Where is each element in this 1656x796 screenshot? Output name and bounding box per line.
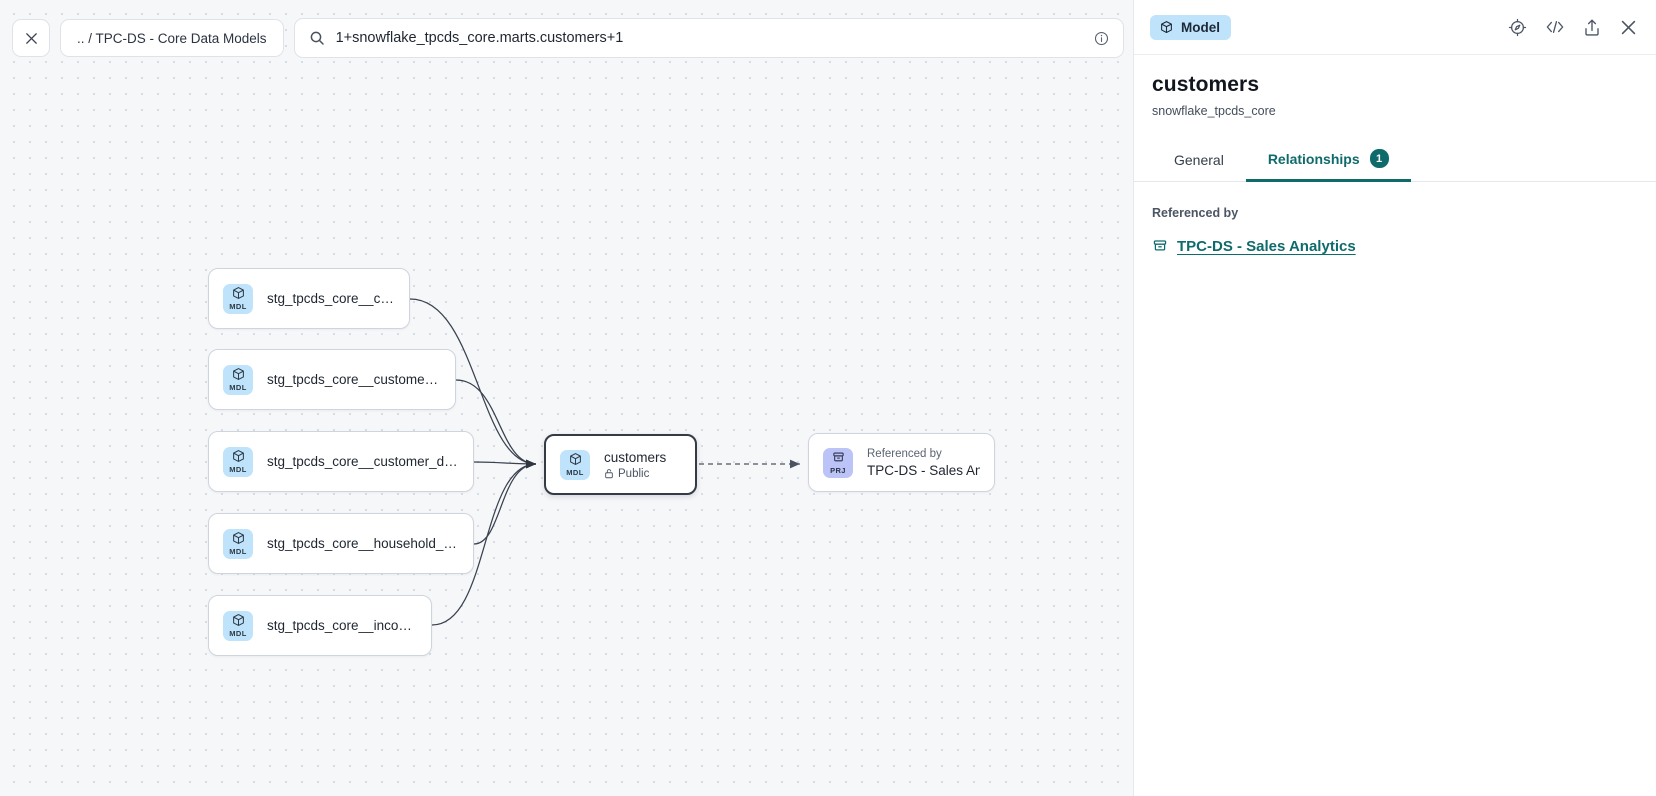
lineage-canvas[interactable]: .. / TPC-DS - Core Data Models 1+snowfla…: [0, 0, 1133, 796]
model-badge-text: MDL: [566, 468, 584, 478]
model-badge: MDL: [223, 446, 253, 477]
panel-tabs: General Relationships 1: [1134, 139, 1656, 182]
panel-title-block: customers snowflake_tpcds_core: [1134, 55, 1656, 118]
breadcrumb-label: .. / TPC-DS - Core Data Models: [77, 30, 267, 46]
resource-kind-label: Model: [1181, 19, 1220, 35]
model-badge: MDL: [223, 610, 253, 641]
close-icon: [24, 31, 39, 46]
lineage-node-label: customers: [604, 449, 667, 465]
search-icon: [309, 30, 325, 46]
cube-icon: [1159, 20, 1174, 35]
lineage-node-text: Referenced by TPC-DS - Sales Analytics: [867, 448, 980, 478]
tab-label: Relationships: [1267, 150, 1360, 167]
page-subtitle: snowflake_tpcds_core: [1152, 104, 1276, 118]
share-icon[interactable]: [1583, 18, 1601, 37]
model-badge-text: MDL: [229, 629, 247, 639]
model-badge-text: MDL: [229, 465, 247, 475]
project-icon: [1152, 239, 1168, 254]
referenced-by-heading: Referenced by: [1152, 206, 1239, 220]
lineage-node[interactable]: MDL stg_tpcds_core__customer_demogra…: [208, 431, 474, 492]
lineage-search-input[interactable]: 1+snowflake_tpcds_core.marts.customers+1: [293, 18, 1124, 58]
lineage-node-label: TPC-DS - Sales Analytics: [867, 462, 980, 478]
resource-kind-badge: Model: [1150, 14, 1231, 40]
lineage-node[interactable]: MDL stg_tpcds_core__household_demogr…: [208, 513, 474, 574]
tab-general[interactable]: General: [1152, 142, 1246, 182]
panel-actions: [1508, 18, 1638, 37]
lineage-node-selected[interactable]: MDL customers Public: [544, 434, 697, 495]
list-item[interactable]: TPC-DS - Sales Analytics: [1152, 238, 1638, 255]
close-lineage-button[interactable]: [12, 19, 50, 57]
unlock-icon: [604, 468, 614, 479]
code-icon[interactable]: [1545, 18, 1565, 36]
canvas-toolbar: .. / TPC-DS - Core Data Models 1+snowfla…: [12, 18, 1133, 58]
model-badge: MDL: [223, 364, 253, 395]
tab-label: General: [1174, 152, 1224, 168]
model-badge-text: MDL: [229, 547, 247, 557]
lineage-node-label: stg_tpcds_core__customer_demogra…: [267, 454, 459, 469]
lineage-node-label: stg_tpcds_core__customer: [267, 291, 395, 306]
tab-relationships[interactable]: Relationships 1: [1245, 139, 1411, 182]
visibility-row: Public: [604, 468, 666, 480]
close-panel-icon[interactable]: [1619, 18, 1638, 37]
model-badge-text: MDL: [229, 302, 247, 312]
lineage-node[interactable]: MDL stg_tpcds_core__customer_address: [208, 349, 456, 410]
lineage-node-project[interactable]: PRJ Referenced by TPC-DS - Sales Analyti…: [808, 433, 995, 492]
model-badge: MDL: [223, 283, 253, 314]
referenced-by-label: Referenced by: [867, 447, 942, 460]
page-title: customers: [1152, 73, 1260, 96]
lineage-search-value: 1+snowflake_tpcds_core.marts.customers+1: [335, 30, 624, 46]
lineage-node-text: customers Public: [604, 450, 666, 480]
lineage-node[interactable]: MDL stg_tpcds_core__income_band: [208, 595, 432, 656]
lineage-node-label: stg_tpcds_core__customer_address: [267, 372, 441, 387]
model-badge: MDL: [223, 528, 253, 559]
lineage-edges: [409, 298, 800, 626]
info-circle-icon[interactable]: [1094, 31, 1109, 46]
lineage-node-label: stg_tpcds_core__household_demogr…: [267, 536, 459, 551]
lineage-node-label: stg_tpcds_core__income_band: [267, 618, 417, 633]
tab-count-badge: 1: [1369, 149, 1389, 168]
visibility-label: Public: [618, 467, 650, 480]
details-panel-header: Model: [1134, 0, 1656, 55]
relationships-content: Referenced by TPC-DS - Sales Analytics: [1134, 182, 1656, 255]
model-badge: MDL: [560, 449, 590, 480]
project-badge: PRJ: [823, 447, 853, 478]
reference-link[interactable]: TPC-DS - Sales Analytics: [1177, 238, 1356, 255]
project-badge-text: PRJ: [830, 465, 846, 475]
details-panel: Model customers snowflake_tpcds_core: [1133, 0, 1656, 796]
explore-icon[interactable]: [1508, 18, 1527, 37]
lineage-graph: MDL stg_tpcds_core__customer MDL stg_tpc…: [208, 268, 995, 656]
lineage-node[interactable]: MDL stg_tpcds_core__customer: [208, 268, 410, 329]
breadcrumb[interactable]: .. / TPC-DS - Core Data Models: [60, 19, 284, 57]
model-badge-text: MDL: [229, 383, 247, 393]
